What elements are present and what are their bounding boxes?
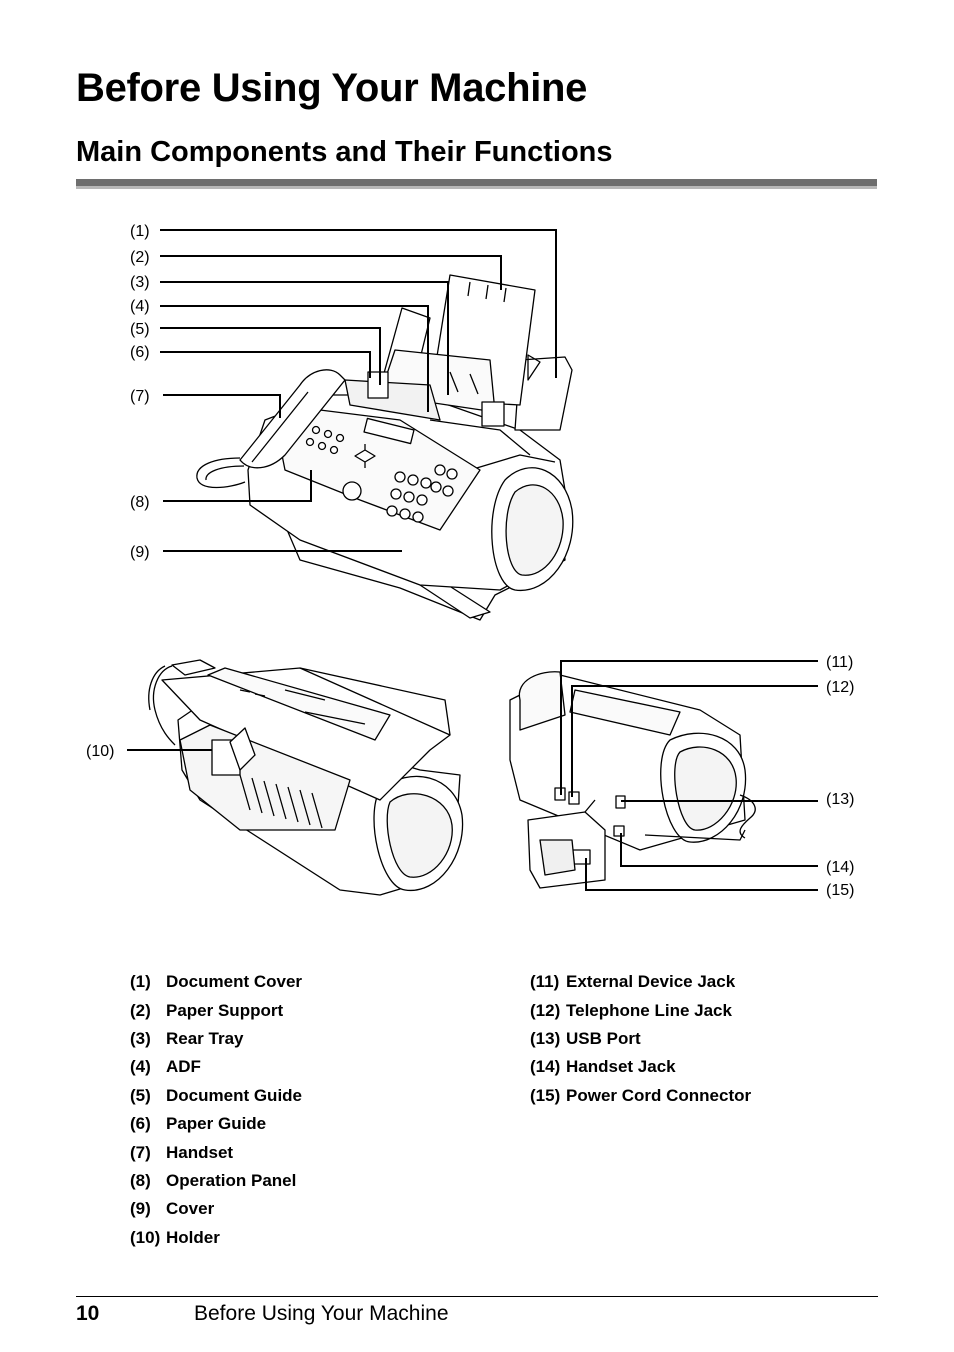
section-divider <box>76 179 877 189</box>
legend-label: Document Guide <box>166 1085 303 1105</box>
legend-item: (11) External Device Jack <box>530 968 751 996</box>
legend-label: External Device Jack <box>566 972 736 992</box>
callout-13: (13) <box>826 791 854 808</box>
legend-number: (10) <box>130 1227 161 1247</box>
callout-4: (4) <box>130 298 150 315</box>
legend-label: Handset Jack <box>566 1057 676 1077</box>
legend-right-column: (11) External Device Jack (12)Telephone L… <box>530 968 751 1110</box>
leader-lines <box>127 229 818 891</box>
legend-label: Telephone Line Jack <box>566 1000 732 1020</box>
legend-item: (2) Paper Support <box>130 996 302 1024</box>
legend-item: (6) Paper Guide <box>130 1110 302 1138</box>
legend-item: (10)Holder <box>130 1224 302 1252</box>
callout-9: (9) <box>130 544 150 561</box>
callout-10: (10) <box>86 743 114 760</box>
legend-label: USB Port <box>566 1028 641 1048</box>
page-title: Before Using Your Machine <box>76 66 588 110</box>
footer-divider <box>76 1296 878 1297</box>
legend-number: (2) <box>130 1000 151 1020</box>
callout-3: (3) <box>130 274 150 291</box>
legend-item: (13)USB Port <box>530 1025 751 1053</box>
legend-item: (7) Handset <box>130 1138 302 1166</box>
legend-number: (5) <box>130 1085 151 1105</box>
front-view-illustration <box>196 274 574 621</box>
legend-item: (4) ADF <box>130 1053 302 1081</box>
callout-6: (6) <box>130 344 150 361</box>
footer-title: Before Using Your Machine <box>194 1302 449 1325</box>
legend-label: ADF <box>166 1057 201 1077</box>
legend-label: Holder <box>166 1227 220 1247</box>
legend-label: Paper Guide <box>166 1114 267 1134</box>
machine-diagram: (1) (2) (3) (4) (5) (6) (7) (8) (9) (10)… <box>86 223 854 899</box>
legend-number: (9) <box>130 1199 151 1219</box>
callout-12: (12) <box>826 679 854 696</box>
callout-7: (7) <box>130 388 150 405</box>
page-number: 10 <box>76 1302 100 1325</box>
callout-11: (11) <box>826 654 853 671</box>
legend-number: (6) <box>130 1114 151 1134</box>
legend-label: Paper Support <box>166 1000 284 1020</box>
legend-number: (12) <box>530 1000 561 1020</box>
callout-1: (1) <box>130 223 150 240</box>
legend-number: (4) <box>130 1057 151 1077</box>
legend-number: (11) <box>530 972 560 992</box>
legend-item: (9) Cover <box>130 1195 302 1223</box>
open-cover-illustration <box>148 659 464 896</box>
legend-item: (15)Power Cord Connector <box>530 1082 751 1110</box>
legend-number: (1) <box>130 972 151 992</box>
callout-5: (5) <box>130 321 150 338</box>
legend-item: (1) Document Cover <box>130 968 302 996</box>
callout-2: (2) <box>130 249 150 266</box>
legend-label: Cover <box>166 1199 215 1219</box>
legend-item: (3) Rear Tray <box>130 1025 302 1053</box>
legend-number: (7) <box>130 1142 151 1162</box>
callout-14: (14) <box>826 859 854 876</box>
legend-label: Operation Panel <box>166 1170 297 1190</box>
legend-number: (13) <box>530 1028 561 1048</box>
legend-item: (5) Document Guide <box>130 1082 302 1110</box>
legend-label: Power Cord Connector <box>566 1085 752 1105</box>
section-title: Main Components and Their Functions <box>76 136 613 168</box>
legend-item: (8) Operation Panel <box>130 1167 302 1195</box>
legend-label: Rear Tray <box>166 1028 244 1048</box>
legend-number: (8) <box>130 1170 151 1190</box>
legend-label: Handset <box>166 1142 234 1162</box>
callout-8: (8) <box>130 494 150 511</box>
legend-number: (15) <box>530 1085 561 1105</box>
legend-label: Document Cover <box>166 972 303 992</box>
legend-item: (12)Telephone Line Jack <box>530 996 751 1024</box>
legend-number: (14) <box>530 1057 561 1077</box>
callout-15: (15) <box>826 882 854 899</box>
legend-left-column: (1) Document Cover (2) Paper Support (3) Re… <box>130 968 302 1252</box>
rear-view-illustration <box>509 671 756 889</box>
legend-number: (3) <box>130 1028 151 1048</box>
legend-item: (14)Handset Jack <box>530 1053 751 1081</box>
